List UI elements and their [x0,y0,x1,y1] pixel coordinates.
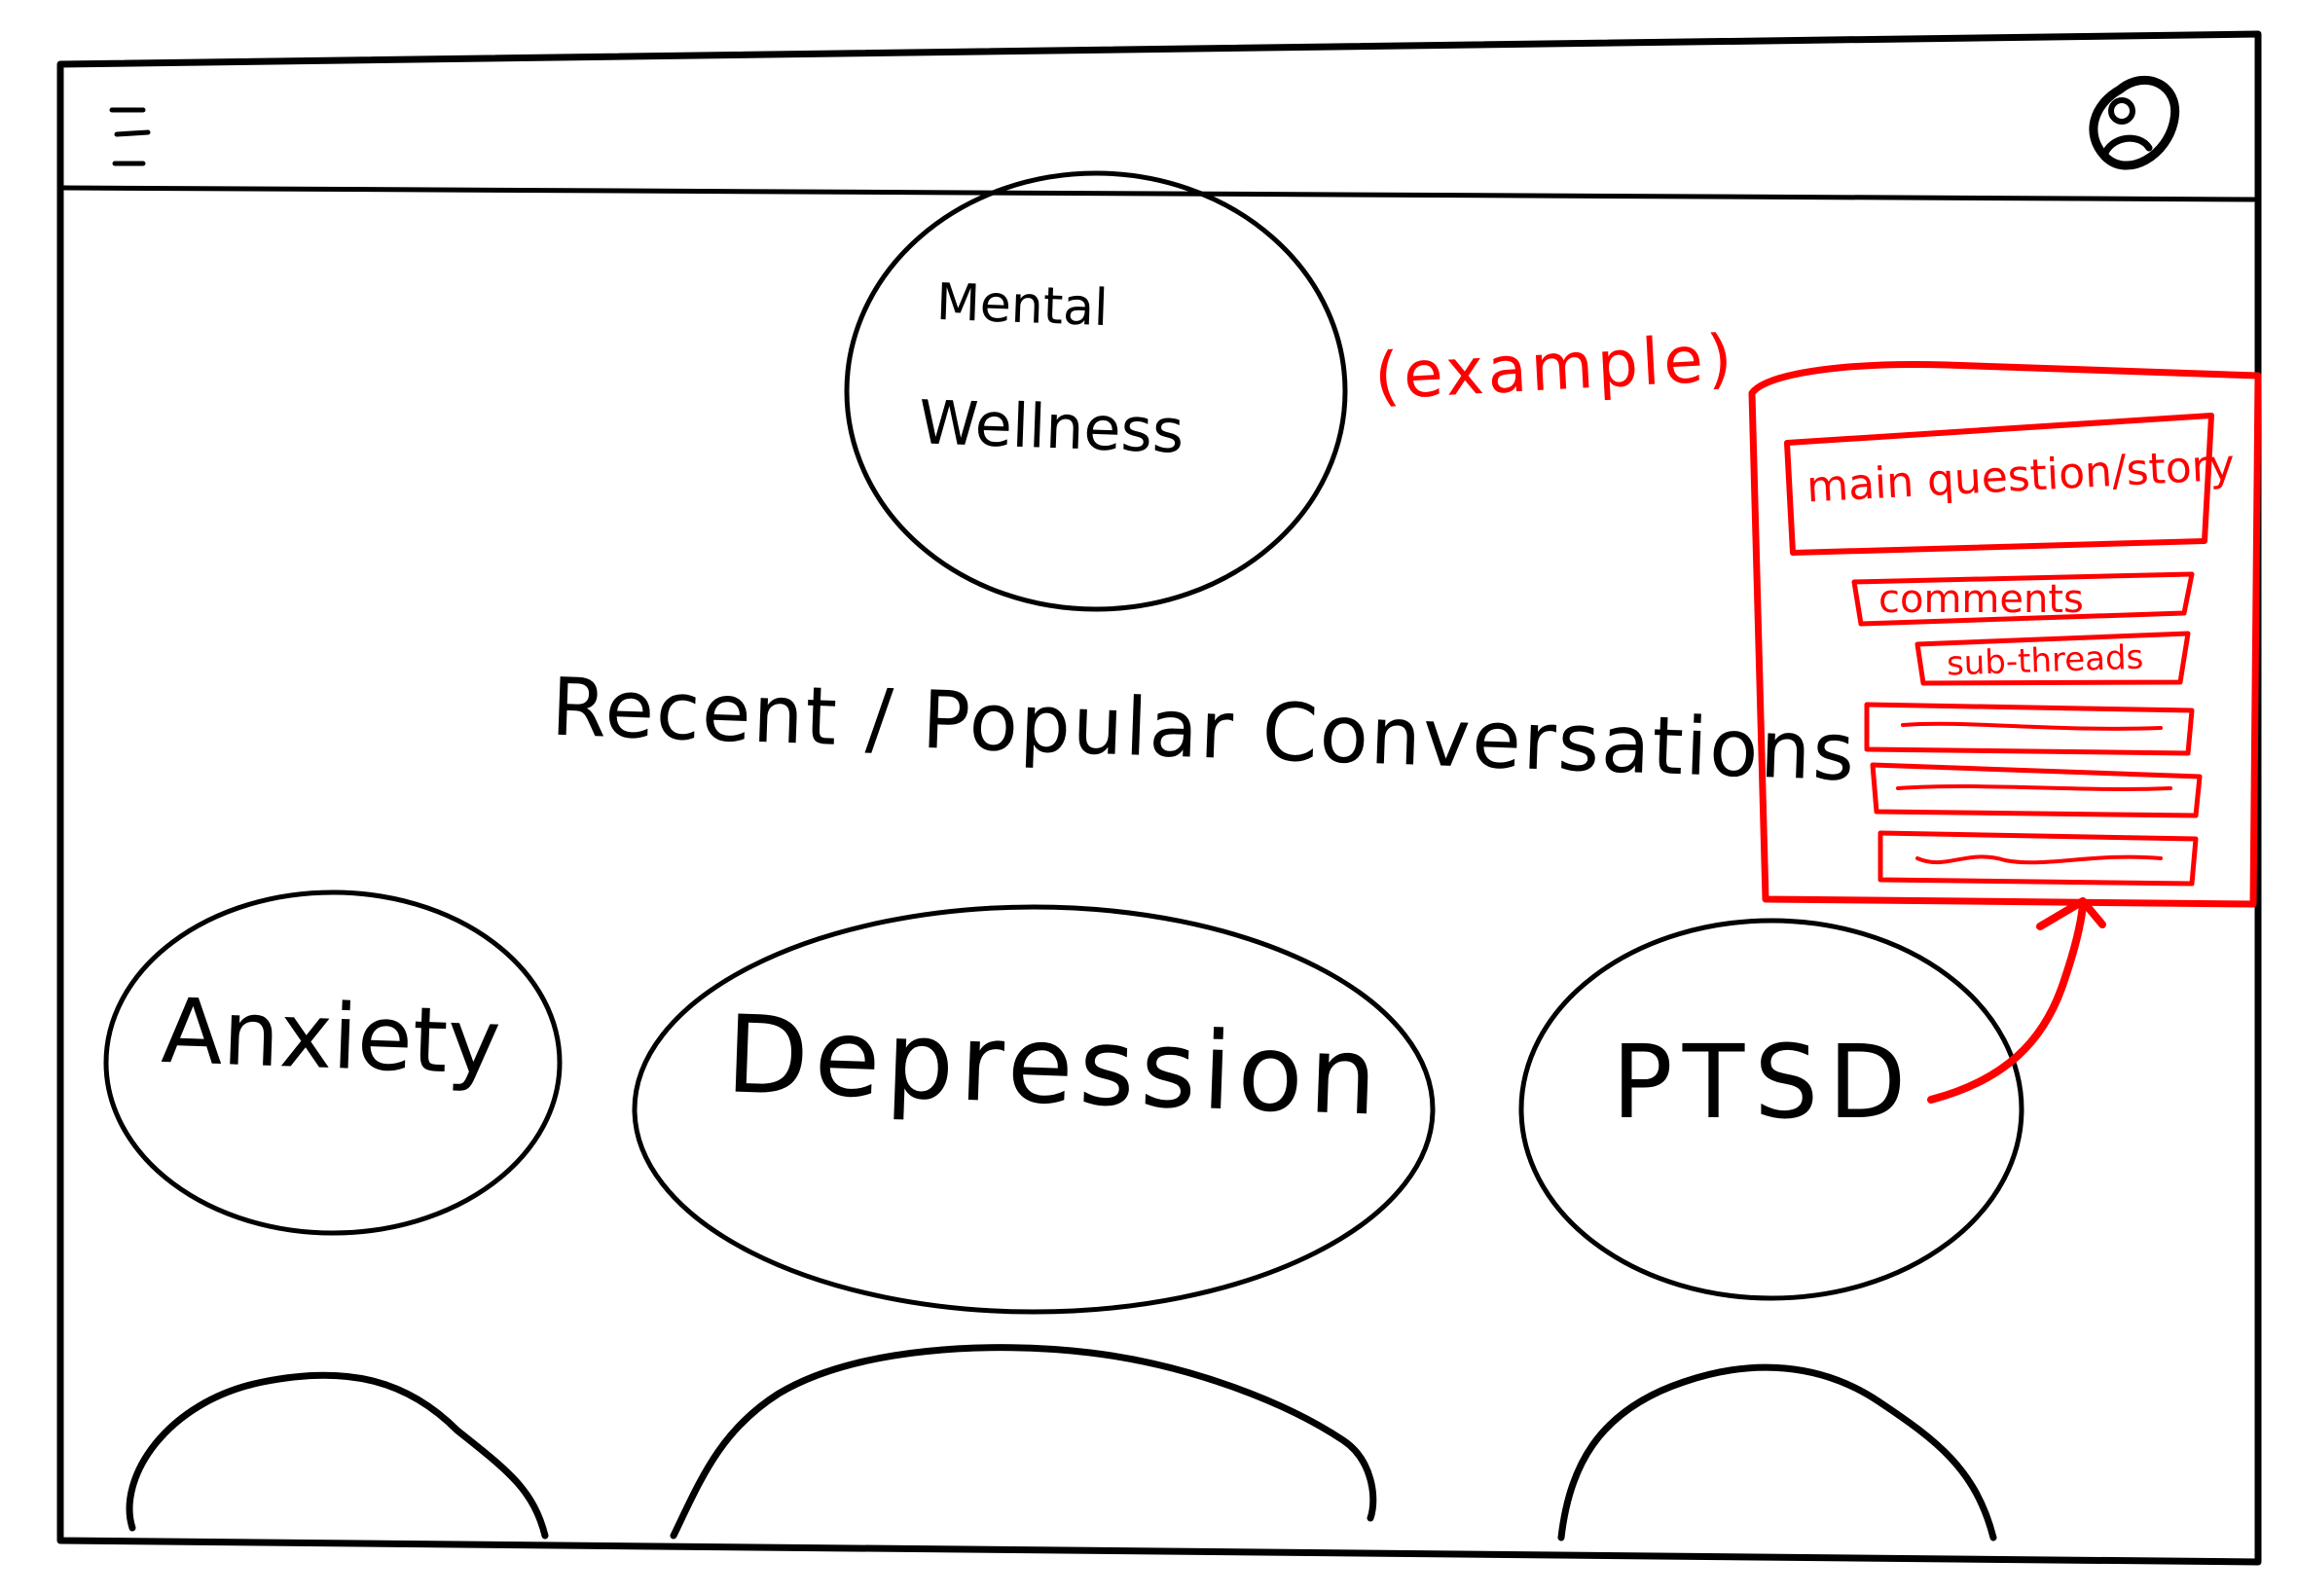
example-thread-panel [1748,361,2262,908]
example-caption: (example) [1372,320,1738,415]
comments-box [1851,571,2195,627]
sub-threads-label[interactable]: sub-threads [1946,637,2144,684]
hero-title-line2: Wellness [917,386,1185,467]
header-divider [61,185,2257,202]
topic-bubble-depression[interactable] [632,904,1436,1315]
hero-title-line1: Mental [935,272,1110,339]
window-frame [56,30,2262,1566]
hero-circle[interactable] [844,170,1348,612]
arrow-icon [1927,897,2106,1104]
topic-bubble-ptsd[interactable] [1518,918,2024,1301]
topic-bubble-anxiety[interactable] [103,889,563,1236]
sub-threads-box [1914,631,2191,686]
partial-bubble-center[interactable] [670,1344,1377,1540]
placeholder-row-3 [1878,830,2199,887]
hamburger-menu-icon[interactable] [109,107,151,166]
topic-label-anxiety[interactable]: Anxiety [160,978,503,1096]
partial-bubble-right[interactable] [1557,1363,1997,1542]
topic-label-depression[interactable]: Depression [723,992,1385,1140]
placeholder-row-1 [1864,702,2195,756]
partial-bubble-left[interactable] [126,1371,549,1540]
placeholder-row-2 [1870,762,2203,818]
main-question-box [1784,413,2214,556]
comments-label[interactable]: comments [1878,577,2084,622]
topic-label-ptsd[interactable]: PTSD [1612,1023,1916,1142]
user-avatar-icon[interactable] [2089,75,2180,170]
